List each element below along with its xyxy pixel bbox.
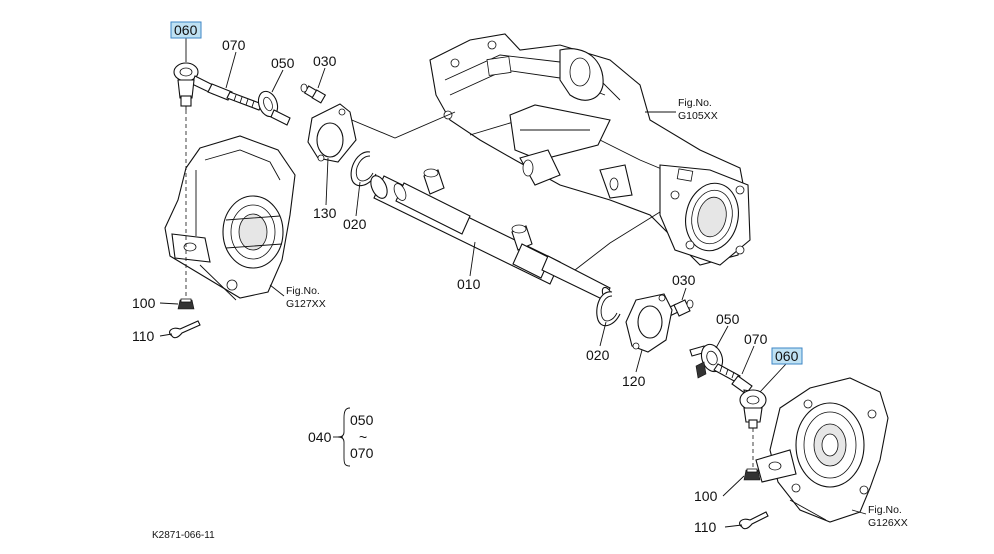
tie-rod-end-left — [173, 62, 216, 110]
knuckle-housing-left — [164, 135, 296, 301]
label-050-right[interactable]: 050 — [716, 311, 740, 327]
castle-nut-left — [177, 298, 195, 310]
highlight-060-right — [771, 347, 803, 365]
label-060-left[interactable]: 060 — [174, 22, 198, 38]
gasket-left — [307, 103, 357, 163]
tie-rod-end-right — [739, 389, 767, 429]
cotter-pin-left — [169, 320, 201, 339]
highlight-060-left — [170, 21, 202, 39]
right-housing-fig-ref-line2: G126XX — [868, 517, 908, 529]
cylinder-rod-end-right — [689, 343, 724, 379]
label-070-right[interactable]: 070 — [744, 331, 768, 347]
adjusting-rod-left — [207, 83, 263, 111]
right-housing-fig-ref-line1: Fig.No. — [868, 504, 902, 516]
left-housing-fig-ref-line2: G127XX — [286, 298, 326, 310]
label-100-right[interactable]: 100 — [694, 488, 718, 504]
label-110-right[interactable]: 110 — [694, 519, 717, 535]
knuckle-housing-right — [755, 377, 889, 523]
frame-fig-ref-line1: Fig.No. — [678, 97, 712, 109]
label-050-left[interactable]: 050 — [271, 55, 295, 71]
label-030-right[interactable]: 030 — [672, 272, 696, 288]
label-020-right[interactable]: 020 — [586, 347, 610, 363]
kit-to-label[interactable]: 070 — [350, 445, 374, 461]
label-020-left[interactable]: 020 — [343, 216, 367, 232]
illustration-code: K2871-066-11 — [152, 530, 215, 541]
left-housing-fig-ref-line1: Fig.No. — [286, 285, 320, 297]
adjusting-rod-right — [713, 363, 753, 395]
label-110-left[interactable]: 110 — [132, 328, 155, 344]
gasket-right — [625, 293, 673, 353]
kit-from-label[interactable]: 050 — [350, 412, 374, 428]
label-030-left[interactable]: 030 — [313, 53, 337, 69]
label-100-left[interactable]: 100 — [132, 295, 156, 311]
kit-label[interactable]: 040 — [308, 429, 332, 445]
steering-cylinder — [370, 168, 613, 302]
cotter-pin-right — [739, 511, 769, 530]
label-120[interactable]: 120 — [622, 373, 646, 389]
castle-nut-right — [743, 468, 761, 481]
label-070-left[interactable]: 070 — [222, 37, 246, 53]
cylinder-rod-end-left — [257, 90, 291, 126]
label-130[interactable]: 130 — [313, 205, 337, 221]
label-010[interactable]: 010 — [457, 276, 481, 292]
frame-fig-ref-line2: G105XX — [678, 110, 718, 122]
label-060-right[interactable]: 060 — [775, 348, 799, 364]
grease-fitting-left — [300, 83, 327, 104]
kit-group: 040 050 ~ 070 — [308, 407, 374, 467]
kit-tilde: ~ — [359, 429, 367, 445]
axle-frame — [429, 33, 751, 266]
